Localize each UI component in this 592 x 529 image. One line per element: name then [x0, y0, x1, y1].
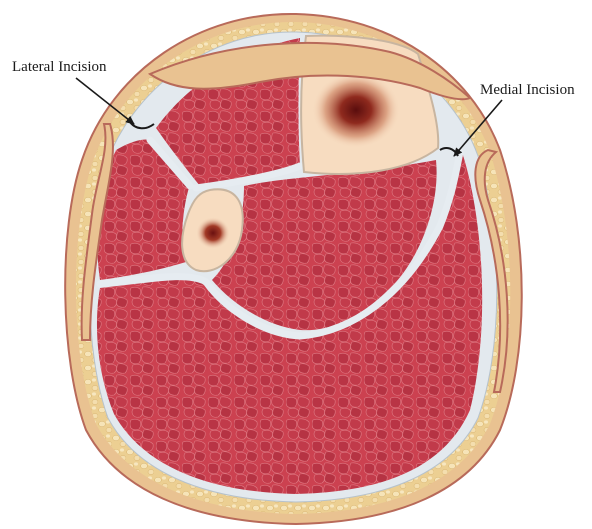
fibula-marrow [196, 217, 230, 249]
lateral-incision-label: Lateral Incision [12, 59, 107, 75]
medial-incision-label: Medial Incision [480, 82, 575, 98]
tibia-marrow [312, 72, 400, 148]
